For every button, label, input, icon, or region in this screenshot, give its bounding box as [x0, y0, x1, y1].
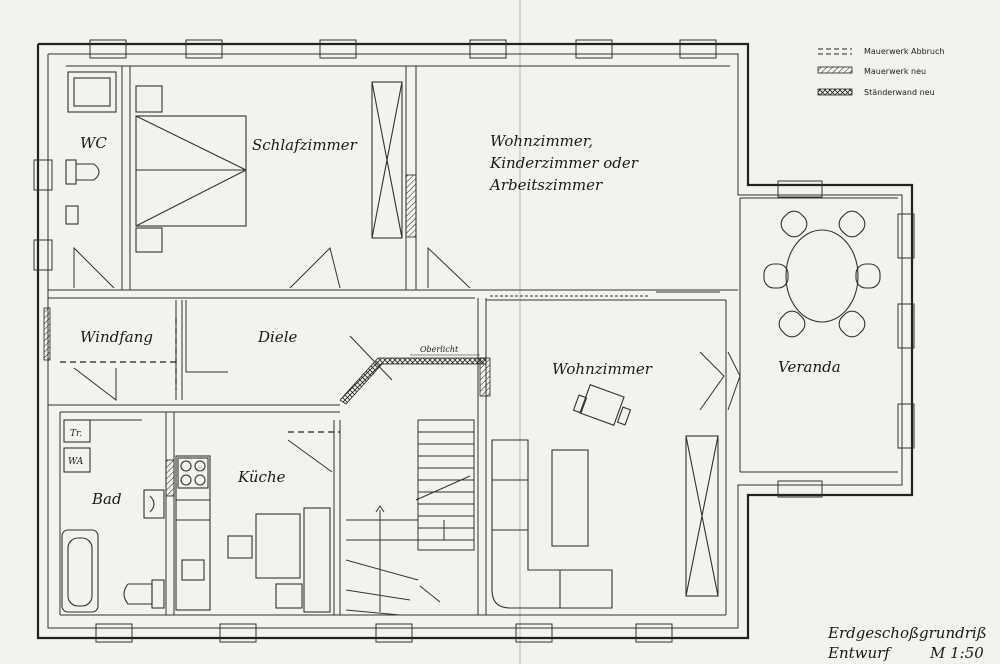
wc-fixtures — [65, 71, 117, 225]
staircase — [345, 419, 475, 616]
title-floor-plan: Erdgeschoßgrundriß — [827, 624, 987, 642]
room-label-schlafzimmer: Schlafzimmer — [252, 136, 358, 154]
demolition-lines — [60, 318, 340, 433]
kitchen-fixtures — [175, 455, 331, 613]
legend-label-abbruch: Mauerwerk Abbruch — [864, 47, 944, 56]
title-scale: M 1:50 — [929, 644, 984, 662]
room-label-oberlicht: Oberlicht — [420, 345, 459, 354]
living-room-furniture — [491, 384, 719, 609]
legend-label-staenderwand: Ständerwand neu — [864, 88, 935, 97]
veranda-dining-set — [763, 210, 881, 338]
outer-walls — [33, 39, 915, 643]
new-masonry-segments — [43, 174, 491, 497]
room-label-kueche: Küche — [237, 468, 286, 486]
legend: Mauerwerk Abbruch Mauerwerk neu Ständerw… — [817, 47, 944, 97]
room-label-trockner: Tr. — [70, 429, 82, 439]
room-label-wohnzimmer-line3: Arbeitszimmer — [488, 176, 603, 194]
legend-label-neu: Mauerwerk neu — [864, 67, 926, 76]
room-label-wohnzimmer-line1: Wohnzimmer, — [490, 132, 593, 150]
bathroom-fixtures — [61, 419, 165, 613]
room-label-wc: WC — [80, 134, 107, 152]
room-label-wohnzimmer-line2: Kinderzimmer oder — [489, 154, 639, 172]
title-draft: Entwurf — [827, 644, 892, 662]
room-label-windfang: Windfang — [80, 328, 153, 346]
doors — [73, 246, 741, 603]
room-label-wohnzimmer: Wohnzimmer — [552, 360, 653, 378]
stud-wall-oberlicht — [339, 354, 487, 405]
room-label-bad: Bad — [91, 490, 122, 508]
bedroom-furniture — [135, 81, 403, 253]
room-label-veranda: Veranda — [778, 358, 841, 376]
interior-walls — [48, 65, 898, 616]
room-label-diele: Diele — [257, 328, 297, 346]
room-label-waschmaschine: WA — [68, 457, 84, 467]
room-labels: WC Schlafzimmer Wohnzimmer, Kinderzimmer… — [68, 132, 841, 508]
title-block: Erdgeschoßgrundriß Entwurf M 1:50 — [827, 624, 987, 662]
